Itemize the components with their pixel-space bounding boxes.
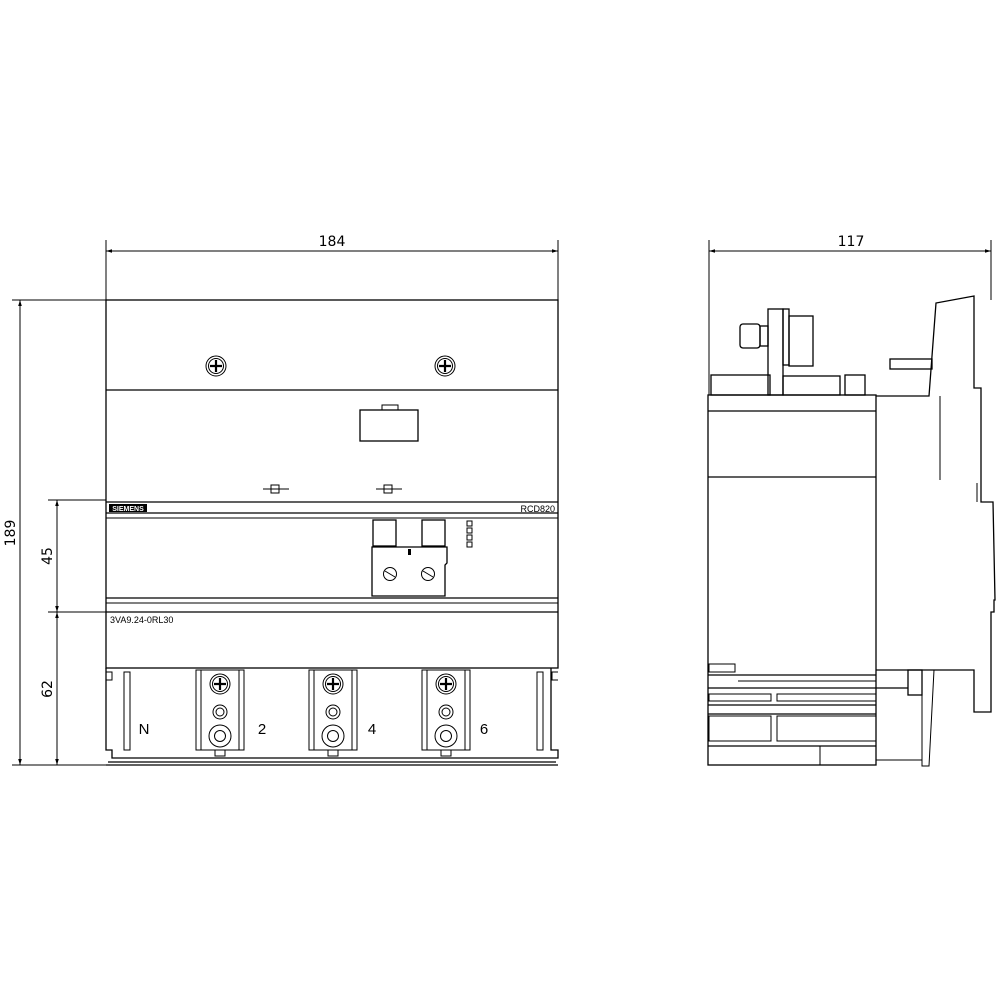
svg-text:SIEMENS: SIEMENS [112, 506, 144, 513]
terminal-block [105, 668, 559, 766]
terminal-label-4: 4 [368, 721, 376, 738]
terminal-screw-icon [434, 672, 458, 696]
reset-button [421, 519, 446, 547]
dimension-height-upper: 45 [40, 499, 106, 613]
terminal-screw-icon [208, 672, 232, 696]
rotary-handle [710, 308, 866, 396]
dimension-width-front: 184 [105, 234, 559, 300]
dimension-label-189: 189 [3, 520, 19, 547]
setting-dial-panel [371, 546, 448, 597]
terminal-label-n: N [139, 721, 150, 738]
terminal-6 [421, 669, 471, 757]
handle [359, 409, 419, 442]
terminal-4 [308, 669, 358, 757]
terminal-label-2: 2 [258, 721, 266, 738]
dimension-depth-side: 117 [708, 234, 992, 395]
setting-dial-icon [383, 567, 435, 581]
side-view [707, 295, 996, 767]
indicator-leds-icon [466, 520, 473, 548]
terminal-2 [195, 669, 245, 757]
mounting-clip [263, 484, 402, 494]
part-number-label: 3VA9.24-0RL30 [110, 615, 173, 625]
screw-icon [204, 354, 228, 378]
test-button [372, 519, 397, 547]
front-view: SIEMENS RCD820 3VA9.24-0RL30 [105, 299, 559, 766]
dimension-label-62: 62 [40, 680, 56, 698]
model-label: RCD820 [520, 504, 555, 514]
dimension-label-45: 45 [40, 547, 56, 565]
dimension-height-total: 189 [3, 299, 106, 766]
terminal-screw-icon [321, 672, 345, 696]
screw-icon [433, 354, 457, 378]
terminal-label-6: 6 [480, 721, 488, 738]
dimension-height-lower: 62 [40, 612, 59, 765]
siemens-logo: SIEMENS [109, 504, 147, 513]
dimension-label-117: 117 [838, 234, 865, 250]
dimension-label-184: 184 [319, 234, 346, 250]
